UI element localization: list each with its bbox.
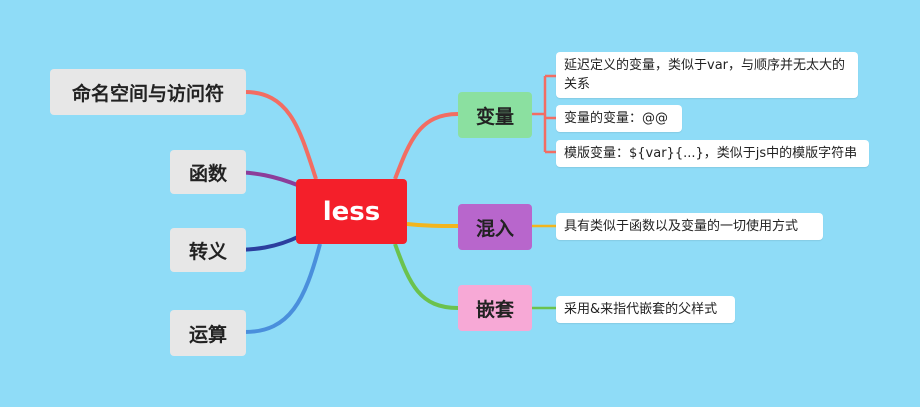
- connector-nesting: [393, 243, 459, 310]
- leaf-nesting-parent[interactable]: 采用&来指代嵌套的父样式: [556, 296, 735, 323]
- leaf-mixin-usage[interactable]: 具有类似于函数以及变量的一切使用方式: [556, 213, 823, 240]
- connector-variable: [393, 112, 459, 180]
- connector-namespace: [244, 90, 318, 180]
- leaf-variable-variable[interactable]: 变量的变量：@@: [556, 105, 682, 132]
- connector-operation: [244, 243, 322, 334]
- branch-mixin[interactable]: 混入: [458, 204, 532, 250]
- branch-function[interactable]: 函数: [170, 150, 246, 194]
- central-node[interactable]: less: [296, 179, 407, 244]
- leaf-lazy-variable[interactable]: 延迟定义的变量，类似于var，与顺序并无太大的关系: [556, 52, 858, 98]
- branch-namespace[interactable]: 命名空间与访问符: [50, 69, 246, 115]
- connector-mixin: [406, 222, 459, 228]
- leaf-template-variable[interactable]: 模版变量：${var}{...}，类似于js中的模版字符串: [556, 140, 869, 167]
- branch-variable[interactable]: 变量: [458, 92, 532, 138]
- connector-variable-leaves: [532, 74, 556, 154]
- branch-operation[interactable]: 运算: [170, 310, 246, 356]
- branch-nesting[interactable]: 嵌套: [458, 285, 532, 331]
- branch-escape[interactable]: 转义: [170, 228, 246, 272]
